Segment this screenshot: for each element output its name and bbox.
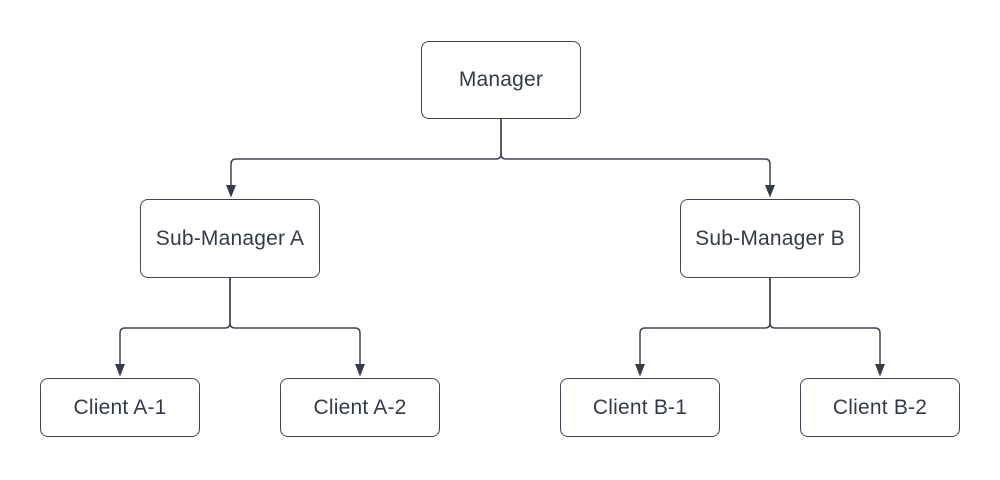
node-client-b2: Client B-2 (800, 378, 960, 437)
edge-manager-sub-b (500, 119, 771, 186)
node-manager-label: Manager (458, 68, 544, 91)
edge-sub-a-client-a2 (229, 278, 361, 365)
node-sub-manager-b-label: Sub-Manager B (695, 226, 845, 250)
arrowhead-icon (115, 364, 125, 377)
node-sub-manager-b: Sub-Manager B (680, 199, 860, 278)
node-client-a1: Client A-1 (40, 378, 200, 437)
arrowhead-icon (226, 185, 236, 198)
arrowhead-icon (875, 364, 885, 377)
node-client-a2: Client A-2 (280, 378, 440, 437)
edge-manager-sub-a (230, 119, 502, 186)
node-client-b1: Client B-1 (560, 378, 720, 437)
node-client-b2-label: Client B-2 (832, 395, 928, 419)
arrowhead-icon (355, 364, 365, 377)
node-client-a1-label: Client A-1 (73, 395, 167, 419)
node-client-a2-label: Client A-2 (313, 395, 407, 419)
node-sub-manager-a-label: Sub-Manager A (155, 226, 305, 250)
node-sub-manager-a: Sub-Manager A (140, 199, 320, 278)
arrowhead-icon (765, 185, 775, 198)
node-manager: Manager (421, 41, 581, 119)
edge-sub-a-client-a1 (119, 278, 231, 365)
arrowhead-icon (635, 364, 645, 377)
node-client-b1-label: Client B-1 (592, 395, 688, 419)
edge-sub-b-client-b2 (769, 278, 881, 365)
edge-sub-b-client-b1 (639, 278, 771, 365)
